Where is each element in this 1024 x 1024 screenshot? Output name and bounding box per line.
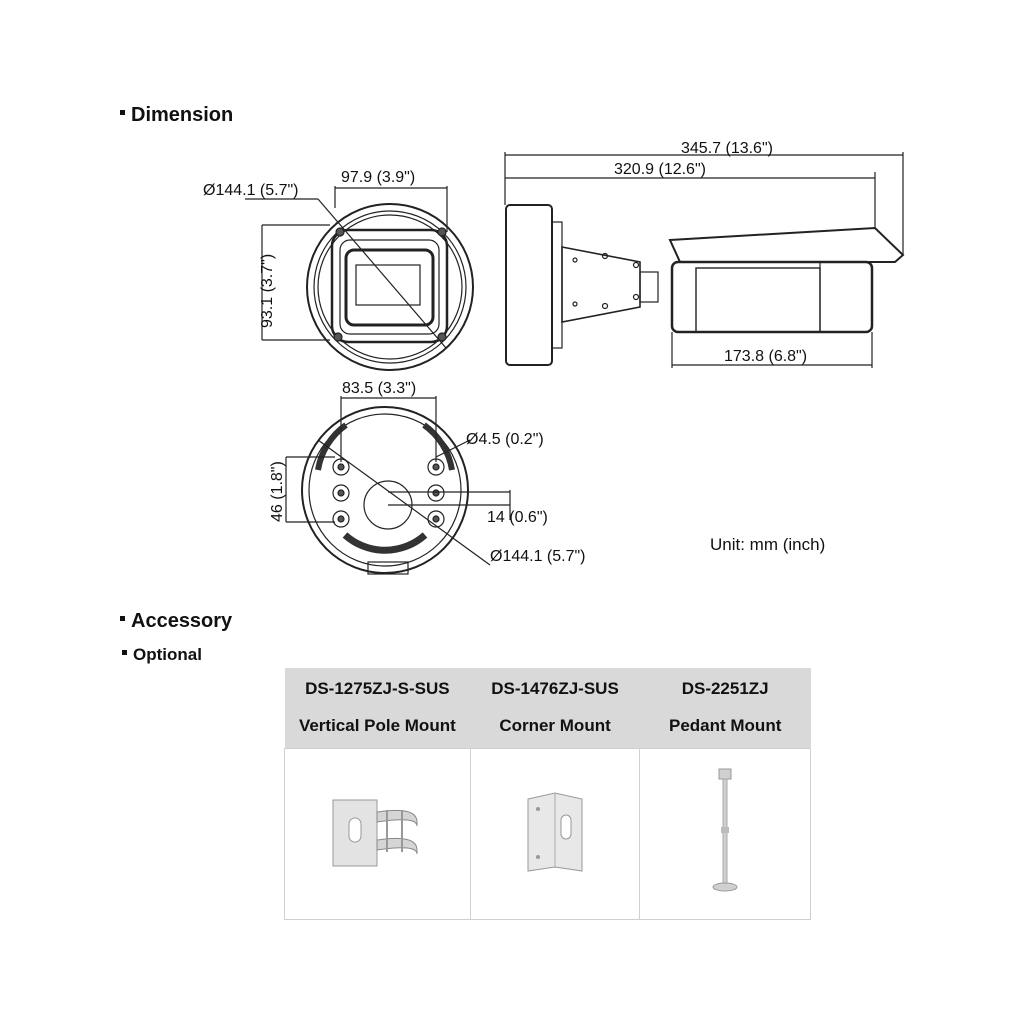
image-cell <box>639 748 811 920</box>
dimension-title: Dimension <box>131 104 234 126</box>
model-cell: DS-1275ZJ-S-SUS <box>284 668 471 707</box>
base-hole-label: Ø4.5 (0.2") <box>466 431 544 448</box>
vertical-pole-mount-icon <box>332 799 418 866</box>
name-cell: Pedant Mount <box>639 707 811 749</box>
side-view <box>504 152 905 368</box>
base-height-label: 46 (1.8") <box>269 461 286 522</box>
image-cell <box>284 748 471 920</box>
accessory-title: Accessory <box>131 610 233 632</box>
table-header-row-names: Vertical Pole Mount Corner Mount Pedant … <box>284 707 811 749</box>
model-cell: DS-2251ZJ <box>639 668 811 707</box>
corner-mount-icon <box>527 791 583 872</box>
bullet-icon <box>120 110 125 116</box>
optional-title: Optional <box>133 645 202 664</box>
base-offset-label: 14 (0.6") <box>487 509 548 526</box>
base-view <box>285 396 511 575</box>
name-cell: Corner Mount <box>470 707 640 749</box>
model-cell: DS-1476ZJ-SUS <box>470 668 640 707</box>
unit-note: Unit: mm (inch) <box>710 535 826 554</box>
table-row <box>284 748 811 920</box>
front-height-label: 93.1 (3.7") <box>259 254 276 328</box>
front-diameter-label: Ø144.1 (5.7") <box>203 182 299 199</box>
optional-heading: Optional <box>122 645 202 665</box>
pendant-mount-icon <box>712 768 738 891</box>
image-cell <box>469 748 641 920</box>
side-housing-label: 173.8 (6.8") <box>724 348 807 365</box>
base-width-label: 83.5 (3.3") <box>342 380 416 397</box>
dimension-heading: Dimension <box>120 104 233 127</box>
base-diameter-label: Ø144.1 (5.7") <box>490 548 586 565</box>
side-body-label: 320.9 (12.6") <box>614 161 706 178</box>
front-width-label: 97.9 (3.9") <box>341 169 415 186</box>
name-cell: Vertical Pole Mount <box>284 707 471 749</box>
table-header-row-models: DS-1275ZJ-S-SUS DS-1476ZJ-SUS DS-2251ZJ <box>284 668 811 707</box>
dimension-drawing: Ø144.1 (5.7") 97.9 (3.9") 93.1 (3.7") 34… <box>203 140 905 575</box>
bullet-icon <box>122 650 127 656</box>
accessory-heading: Accessory <box>120 610 232 633</box>
accessory-table: DS-1275ZJ-S-SUS DS-1476ZJ-SUS DS-2251ZJ … <box>284 668 811 920</box>
bullet-icon <box>120 616 125 622</box>
side-total-label: 345.7 (13.6") <box>681 140 773 157</box>
front-view <box>245 186 474 371</box>
